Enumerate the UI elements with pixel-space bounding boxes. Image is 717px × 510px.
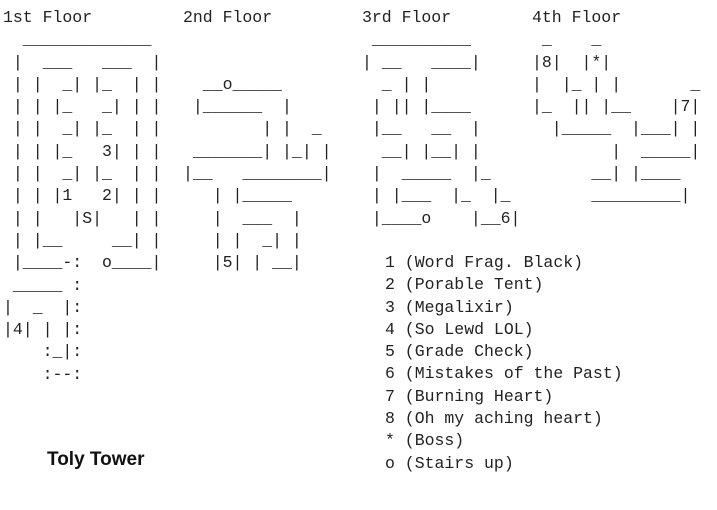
- map-line: |5| | __|: [183, 253, 302, 273]
- legend-item: 1 (Word Frag. Black): [385, 253, 584, 272]
- map-line: | | _| |_ | |: [3, 119, 162, 139]
- floor-art: _____________ | ___ ___ | | | _| |_ | | …: [3, 29, 161, 386]
- map-line: |8| |*|: [532, 52, 612, 72]
- map-line: |__ __ |: [362, 119, 481, 139]
- floor-1-map: 1st Floor _____________ | ___ ___ | | | …: [3, 7, 161, 386]
- map-line: | | |_ _| | |: [3, 97, 162, 117]
- map-line: __| |____: [532, 164, 681, 184]
- map-line: __________: [362, 30, 471, 50]
- map-line: | |___ |_ |_: [362, 186, 511, 206]
- map-line: |____-: o____|: [3, 253, 162, 273]
- legend-item: 7 (Burning Heart): [385, 386, 554, 406]
- map-line: _______| |_| |: [183, 141, 332, 161]
- map-line: __o_____: [183, 74, 283, 94]
- legend-item: 4 (So Lewd LOL): [385, 319, 534, 339]
- legend-item: 2 (Porable Tent): [385, 275, 544, 295]
- map-line: | | |S| | |: [3, 208, 162, 228]
- map-line: __| |__| |: [362, 141, 481, 161]
- map-line: | |_____: [183, 186, 292, 206]
- map-line: |____o |__6|: [362, 208, 521, 228]
- map-title: Toly Tower: [47, 449, 145, 470]
- map-line: _ | |: [362, 74, 432, 94]
- legend-item: 5 (Grade Check): [385, 342, 534, 362]
- legend-item: o (Stairs up): [385, 453, 514, 473]
- map-line: | _ |:: [3, 297, 83, 317]
- map-line: |_____ |___| |: [532, 119, 701, 139]
- map-line: _____ :: [3, 275, 83, 295]
- map-line: | _____ |_: [362, 164, 491, 184]
- map-line: _________|: [532, 186, 691, 206]
- map-line: | || |____: [362, 97, 471, 117]
- map-line: | ___ ___ |: [3, 52, 162, 72]
- floor-art: __________ | __ ____| _ | | | || |____ |…: [362, 29, 520, 230]
- map-line: | | _| |_ | |: [3, 74, 162, 94]
- floor-4-map: 4th Floor _ _ |8| |*| | |_ | | _ |_ || |…: [532, 7, 700, 208]
- legend-item: * (Boss): [385, 431, 465, 451]
- map-line: | ___ |: [183, 208, 302, 228]
- map-line: | | |_ 3| | |: [3, 141, 162, 161]
- map-line: _____________: [3, 30, 152, 50]
- map-line: _ _: [532, 30, 602, 50]
- floor-title: 4th Floor: [532, 8, 622, 27]
- floor-title: 3rd Floor: [362, 8, 452, 27]
- map-line: :_|:: [3, 342, 83, 362]
- legend-item: 3 (Megalixir): [385, 297, 514, 317]
- legend-item: 6 (Mistakes of the Past): [385, 364, 623, 384]
- map-line: |______ |: [183, 97, 292, 117]
- map-line: | | |1 2| | |: [3, 186, 162, 206]
- floor-art: _ _ |8| |*| | |_ | | _ |_ || |__ |7| |__…: [532, 29, 700, 207]
- floor-2-map: 2nd Floor __o_____ |______ | | | _ _____…: [183, 7, 332, 275]
- map-line: | |_ | | _: [532, 74, 701, 94]
- map-line: | | _| |_ | |: [3, 164, 162, 184]
- map-legend: 1 (Word Frag. Black) 2 (Porable Tent) 3 …: [385, 252, 623, 475]
- map-line: | | _: [183, 119, 322, 139]
- floor-3-map: 3rd Floor __________ | __ ____| _ | | | …: [362, 7, 520, 230]
- floor-title: 2nd Floor: [183, 8, 273, 27]
- map-line: | __ ____|: [362, 52, 481, 72]
- map-line: | _____|: [532, 141, 701, 161]
- map-line: | |__ __| |: [3, 230, 162, 250]
- map-line: |__ ________|: [183, 164, 332, 184]
- map-line: |_ || |__ |7|: [532, 97, 701, 117]
- map-line: | | _| |: [183, 230, 302, 250]
- floor-title: 1st Floor: [3, 8, 93, 27]
- map-line: |4| | |:: [3, 320, 83, 340]
- floor-art: __o_____ |______ | | | _ _______| |_| | …: [183, 74, 332, 275]
- legend-item: 8 (Oh my aching heart): [385, 409, 603, 429]
- map-line: :--:: [3, 364, 83, 384]
